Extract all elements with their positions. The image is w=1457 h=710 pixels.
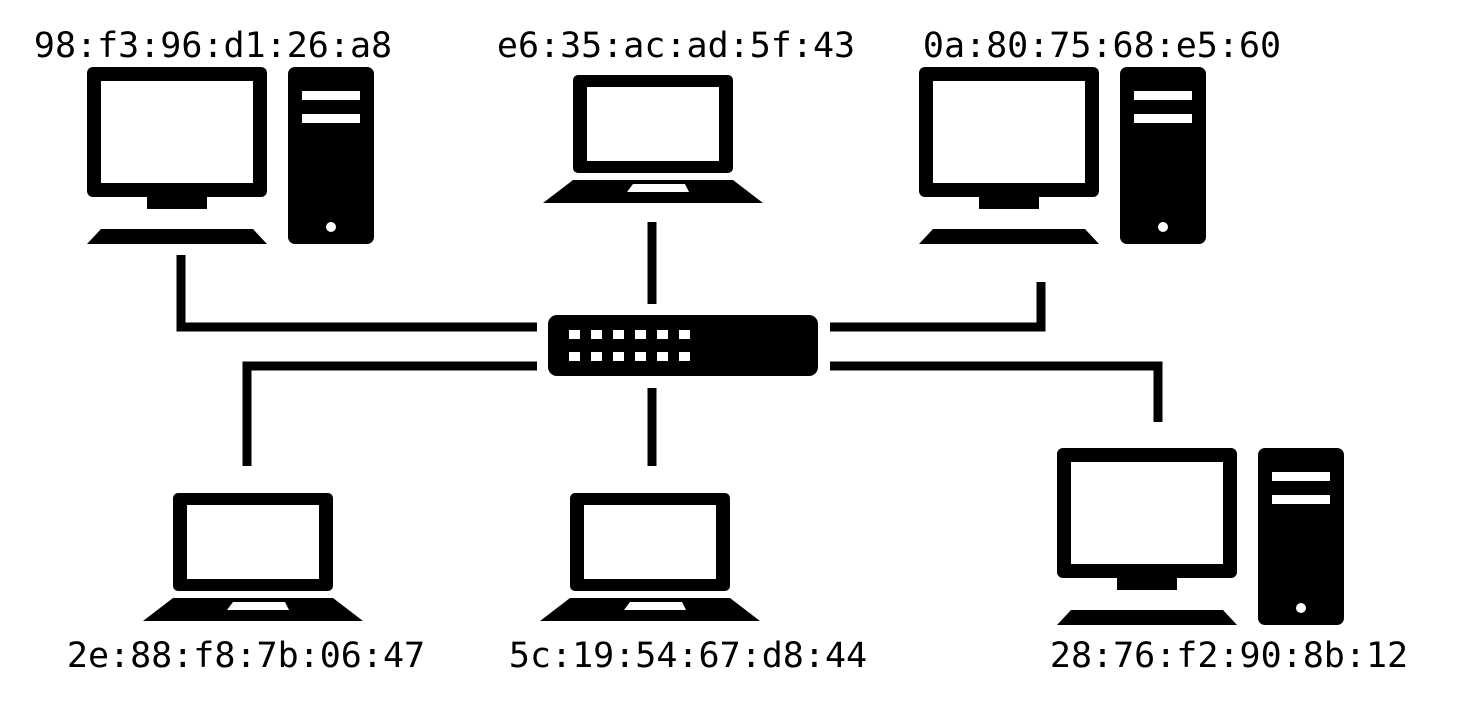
laptop-icon xyxy=(540,493,760,621)
mac-label: 28:76:f2:90:8b:12 xyxy=(1050,636,1408,676)
mac-label: 2e:88:f8:7b:06:47 xyxy=(67,636,425,676)
mac-label: 5c:19:54:67:d8:44 xyxy=(509,636,867,676)
desktop-computer-icon xyxy=(87,67,374,244)
mac-label: e6:35:ac:ad:5f:43 xyxy=(497,26,855,66)
network-switch-icon xyxy=(548,315,818,376)
mac-label: 0a:80:75:68:e5:60 xyxy=(923,26,1281,66)
connections xyxy=(176,222,1163,466)
mac-label: 98:f3:96:d1:26:a8 xyxy=(34,26,392,66)
laptop-icon xyxy=(543,75,763,203)
link-laptop-bottom-left xyxy=(242,361,537,466)
link-pc-bottom-right xyxy=(830,361,1163,422)
laptop-icon xyxy=(143,493,363,621)
desktop-computer-icon xyxy=(919,67,1206,244)
desktop-computer-icon xyxy=(1057,448,1344,625)
link-pc-top-left xyxy=(176,255,537,332)
link-pc-top-right xyxy=(830,282,1046,332)
